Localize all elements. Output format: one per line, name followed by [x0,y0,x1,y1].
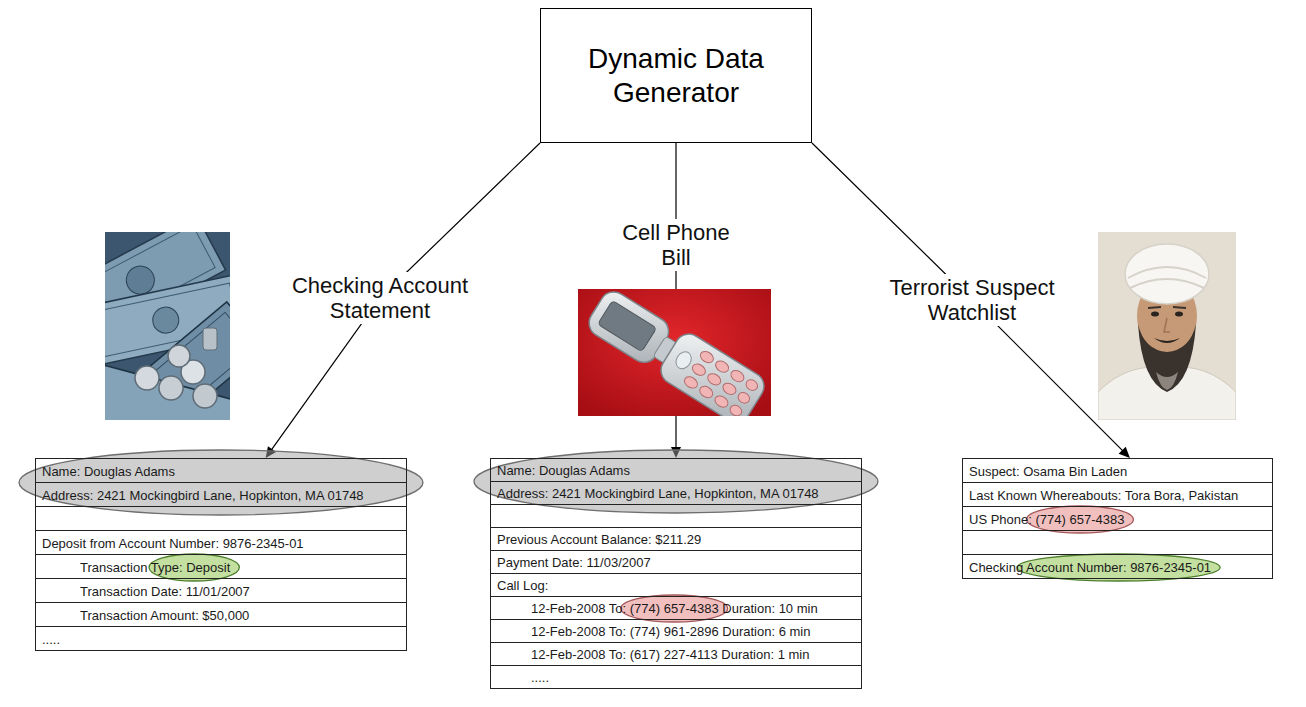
table-row: Name: Douglas Adams [490,458,862,482]
table-cell-text: Deposit from Account Number: 9876-2345-0… [42,536,304,551]
table-cell-text: 12-Feb-2008 To: (774) 657-4383 Duration:… [531,601,818,616]
table-row: Address: 2421 Mockingbird Lane, Hopkinto… [35,482,407,507]
table-cell-text: Transaction Date: 11/01/2007 [80,584,250,599]
edge-label: Cell Phone Bill [609,219,744,272]
table-cell-text: Name: Douglas Adams [42,464,175,479]
table-row: Checking Account Number: 9876-2345-01 [962,554,1273,579]
connector [812,143,1130,458]
money-picture [105,232,230,420]
connector-line [271,143,540,451]
table-row: Name: Douglas Adams [35,458,407,483]
connector [266,143,540,458]
table-row [490,504,862,528]
table-row: 12-Feb-2008 To: (774) 961-2896 Duration:… [490,619,862,643]
table-row [35,506,407,531]
table-row: ..... [35,626,407,651]
table-row [962,530,1273,555]
table-cell-text: ..... [531,670,549,685]
connector-line [812,143,1124,452]
table-cell-text: Address: 2421 Mockingbird Lane, Hopkinto… [497,486,819,501]
suspect-portrait [1098,232,1236,420]
table-cell-text: Name: Douglas Adams [497,463,630,478]
suspect-portrait [1098,232,1236,420]
edge-label: Checking Account Statement [273,272,488,325]
table-cell-text: 12-Feb-2008 To: (617) 227-4113 Duration:… [531,647,809,662]
table-cell-text: Payment Date: 11/03/2007 [497,555,651,570]
cell-phone-picture [578,289,771,416]
table-cell-text: ..... [42,632,60,647]
table-row: Transaction Amount: $50,000 [35,602,407,627]
table-cell-text: Checking Account Number: 9876-2345-01 [969,560,1211,575]
table-cell-text: Transaction Amount: $50,000 [80,608,249,623]
generator-box: Dynamic Data Generator [540,8,812,143]
table-row: Deposit from Account Number: 9876-2345-0… [35,530,407,555]
table-cell-text: Previous Account Balance: $211.29 [497,532,701,547]
table-row: ..... [490,665,862,689]
money-picture [105,232,230,420]
table-row: 12-Feb-2008 To: (617) 227-4113 Duration:… [490,642,862,666]
table-row: Transaction Type: Deposit [35,554,407,579]
table-row: Previous Account Balance: $211.29 [490,527,862,551]
table-row: US Phone: (774) 657-4383 [962,506,1273,531]
table-row: Call Log: [490,573,862,597]
table-row: Payment Date: 11/03/2007 [490,550,862,574]
cell-phone-picture [578,289,771,416]
table-cell-text: Address: 2421 Mockingbird Lane, Hopkinto… [42,488,364,503]
table-row: Last Known Whereabouts: Tora Bora, Pakis… [962,482,1273,507]
watchlist-table: Suspect: Osama Bin LadenLast Known Where… [962,458,1273,579]
table-cell-text: 12-Feb-2008 To: (774) 961-2896 Duration:… [531,624,810,639]
table-row: Suspect: Osama Bin Laden [962,458,1273,483]
table-cell-text: US Phone: (774) 657-4383 [969,512,1124,527]
table-cell-text: Last Known Whereabouts: Tora Bora, Pakis… [969,488,1238,503]
phone-bill-table: Name: Douglas AdamsAddress: 2421 Mocking… [490,458,862,689]
box-title: Dynamic Data Generator [551,42,801,109]
table-cell-text: Call Log: [497,578,548,593]
arrow-head [1119,447,1130,458]
table-row: Transaction Date: 11/01/2007 [35,578,407,603]
table-row: 12-Feb-2008 To: (774) 657-4383 Duration:… [490,596,862,620]
table-cell-text: Transaction Type: Deposit [80,560,230,575]
statement-table: Name: Douglas AdamsAddress: 2421 Mocking… [35,458,407,651]
table-row: Address: 2421 Mockingbird Lane, Hopkinto… [490,481,862,505]
table-cell-text: Suspect: Osama Bin Laden [969,464,1127,479]
edge-label: Terrorist Suspect Watchlist [870,274,1075,327]
